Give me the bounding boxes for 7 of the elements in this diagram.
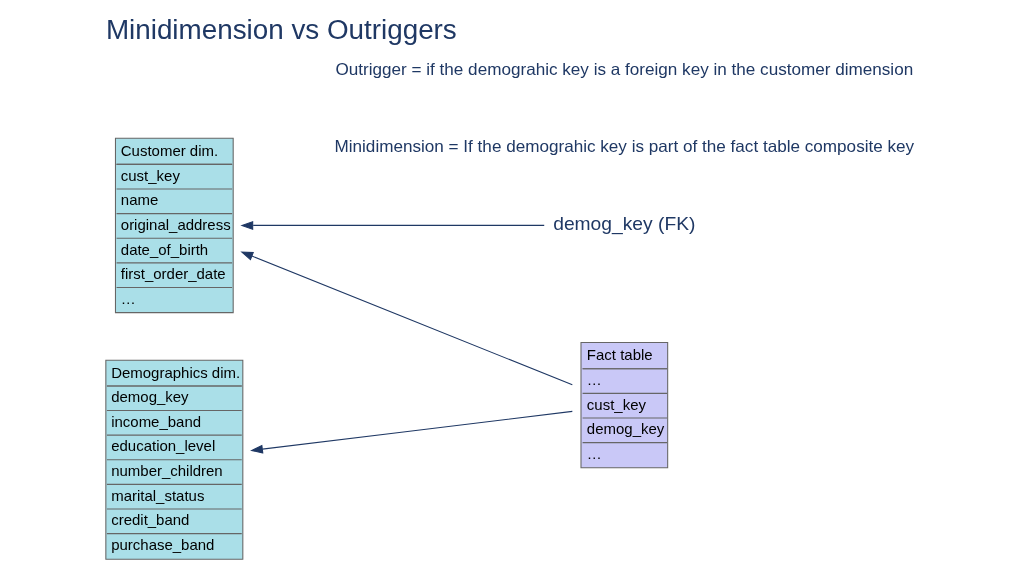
- label: Outrigger = if the demograhic key is a foreign key in the customer dimension: [334, 60, 913, 80]
- arrow: [249, 410, 573, 454]
- arrow: [239, 251, 573, 386]
- diagram-title: Minidimension vs Outriggers: [105, 13, 457, 45]
- label: Minidimension = If the demograhic key is part of the fact table composite key: [334, 137, 914, 157]
- node-text: demog_key (FK): [552, 213, 695, 235]
- arrow: [239, 220, 545, 230]
